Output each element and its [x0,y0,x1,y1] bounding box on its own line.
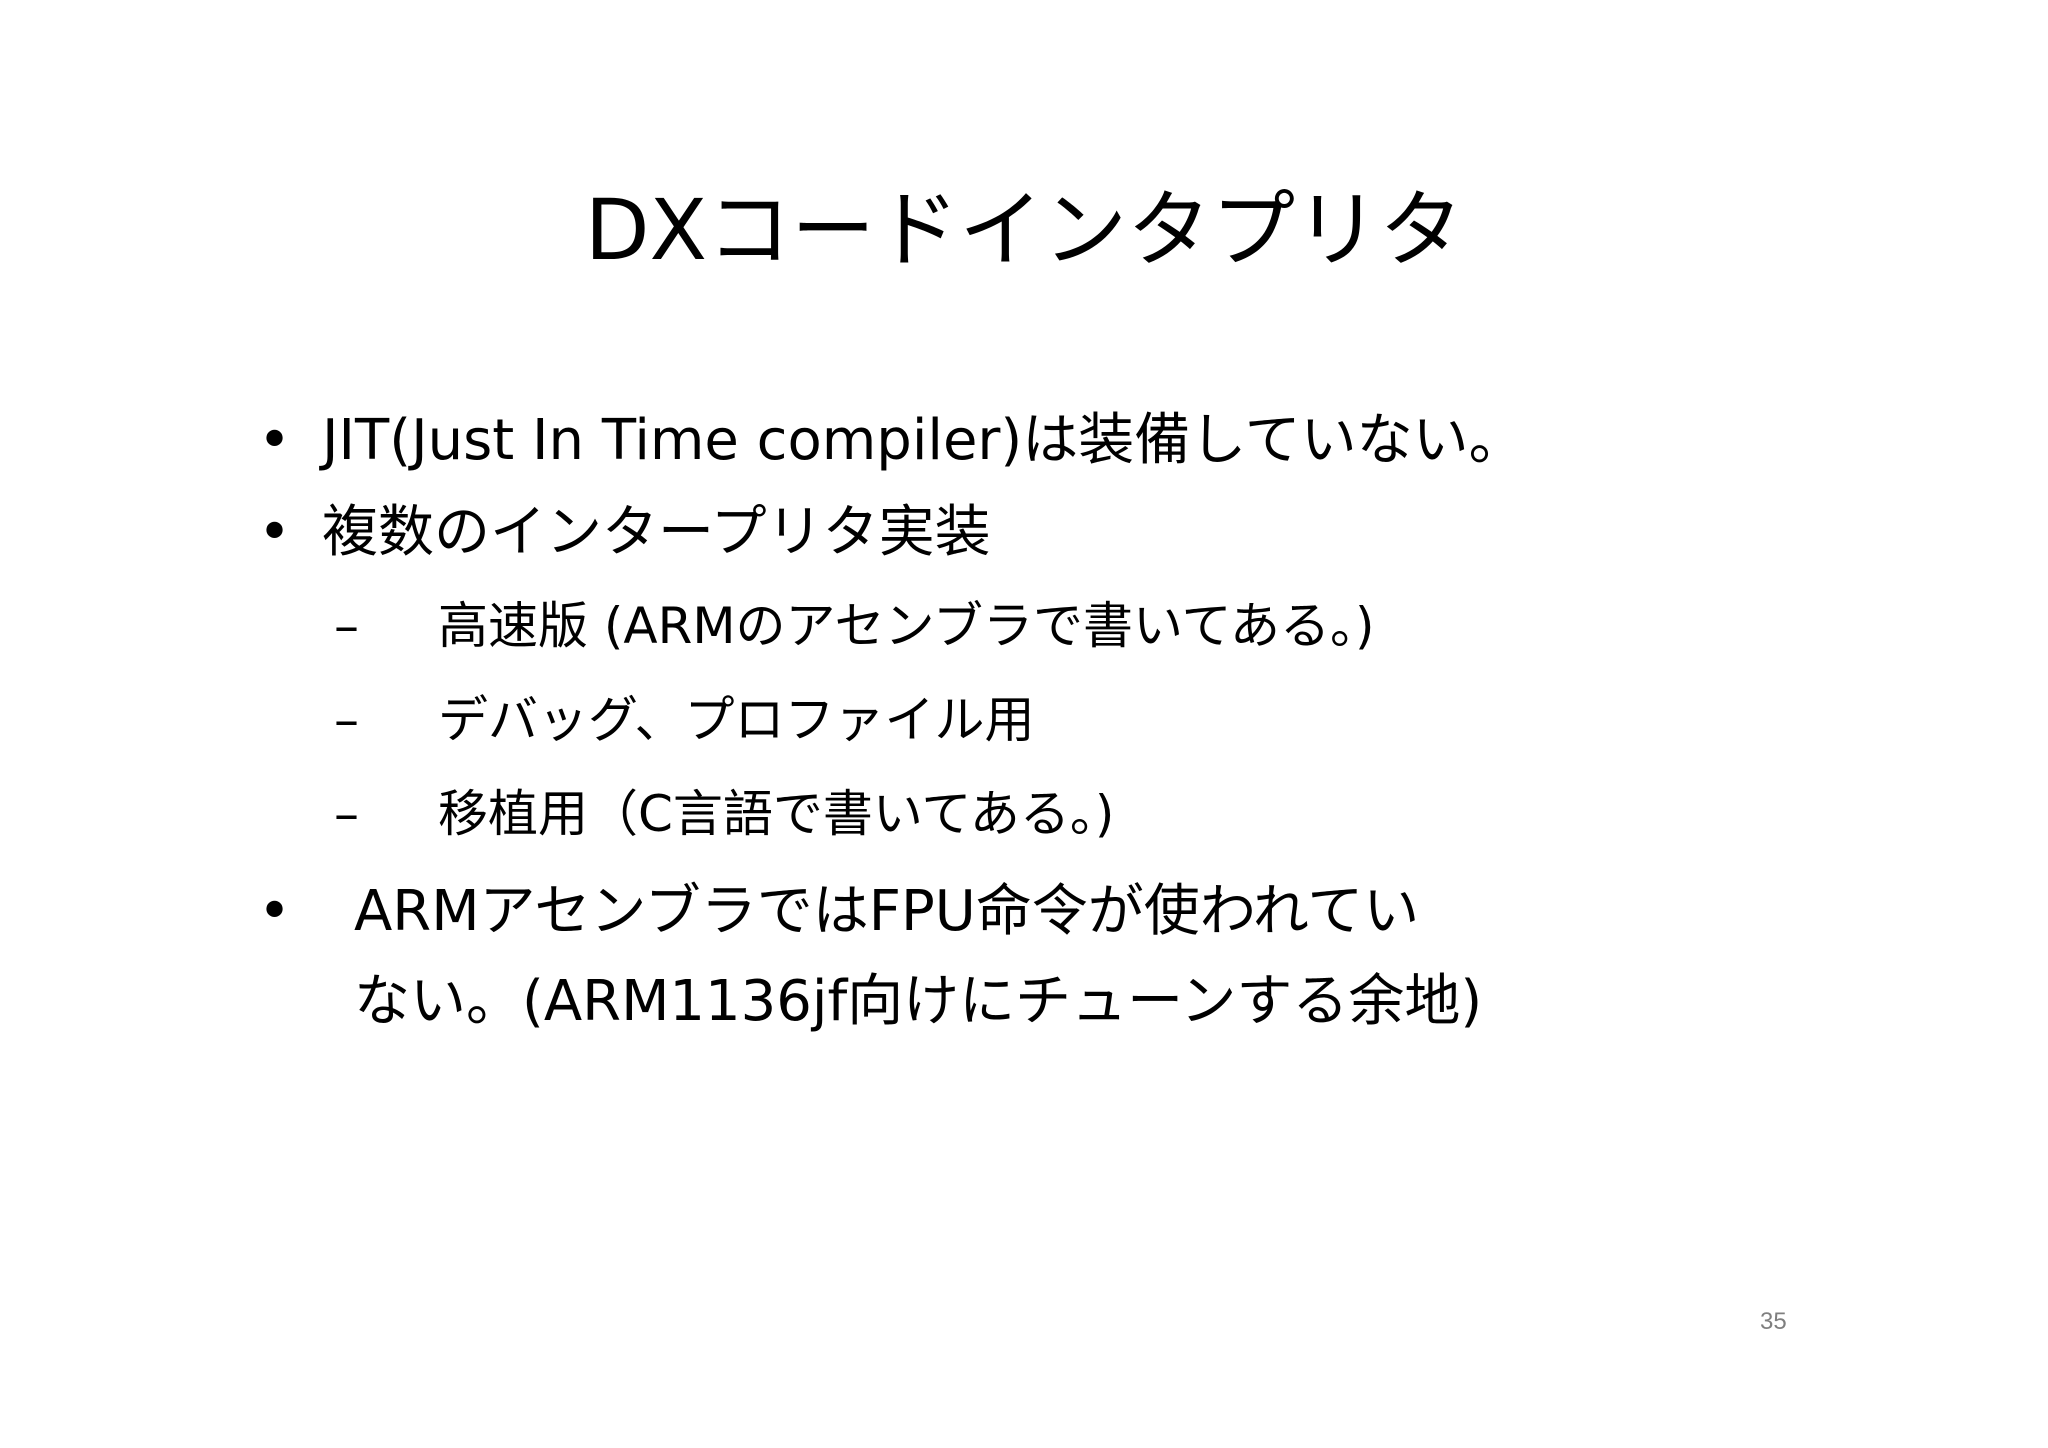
bullet-text-line-2: ない。(ARM1136jf向けにチューンする余地) [354,969,1483,1034]
sub-bullet-marker: – [334,785,359,843]
bullet-text-line-1: ARMアセンブラではFPU命令が使われてい [354,879,1420,944]
bullet-list: • JIT(Just In Time compiler)は装備していない。 • … [258,395,1818,1047]
sub-bullet-text: 移植用（C言語で書いてある。) [438,785,1115,843]
page-number: 35 [1760,1308,1787,1335]
bullet-item: • JIT(Just In Time compiler)は装備していない。 [258,395,1818,487]
bullet-marker: • [258,500,292,565]
sub-bullet-text: 高速版 (ARMのアセンブラで書いてある。) [438,597,1375,655]
sub-bullet-marker: – [334,691,359,749]
sub-bullet-item: – デバッグ、プロファイル用 [258,673,1818,767]
sub-bullet-text: デバッグ、プロファイル用 [438,691,1035,749]
slide-title: DXコードインタプリタ [584,181,1464,279]
bullet-marker: • [258,879,292,944]
bullet-marker: • [258,408,292,473]
sub-bullet-marker: – [334,597,359,655]
sub-bullet-item: – 高速版 (ARMのアセンブラで書いてある。) [258,579,1818,673]
bullet-item: • ARMアセンブラではFPU命令が使われてい ない。(ARM1136jf向けに… [258,867,1784,1047]
bullet-item: • 複数のインタープリタ実装 [258,487,1818,579]
sub-bullet-item: – 移植用（C言語で書いてある。) [258,767,1818,861]
bullet-text: 複数のインタープリタ実装 [322,500,991,565]
bullet-text: JIT(Just In Time compiler)は装備していない。 [322,408,1525,473]
